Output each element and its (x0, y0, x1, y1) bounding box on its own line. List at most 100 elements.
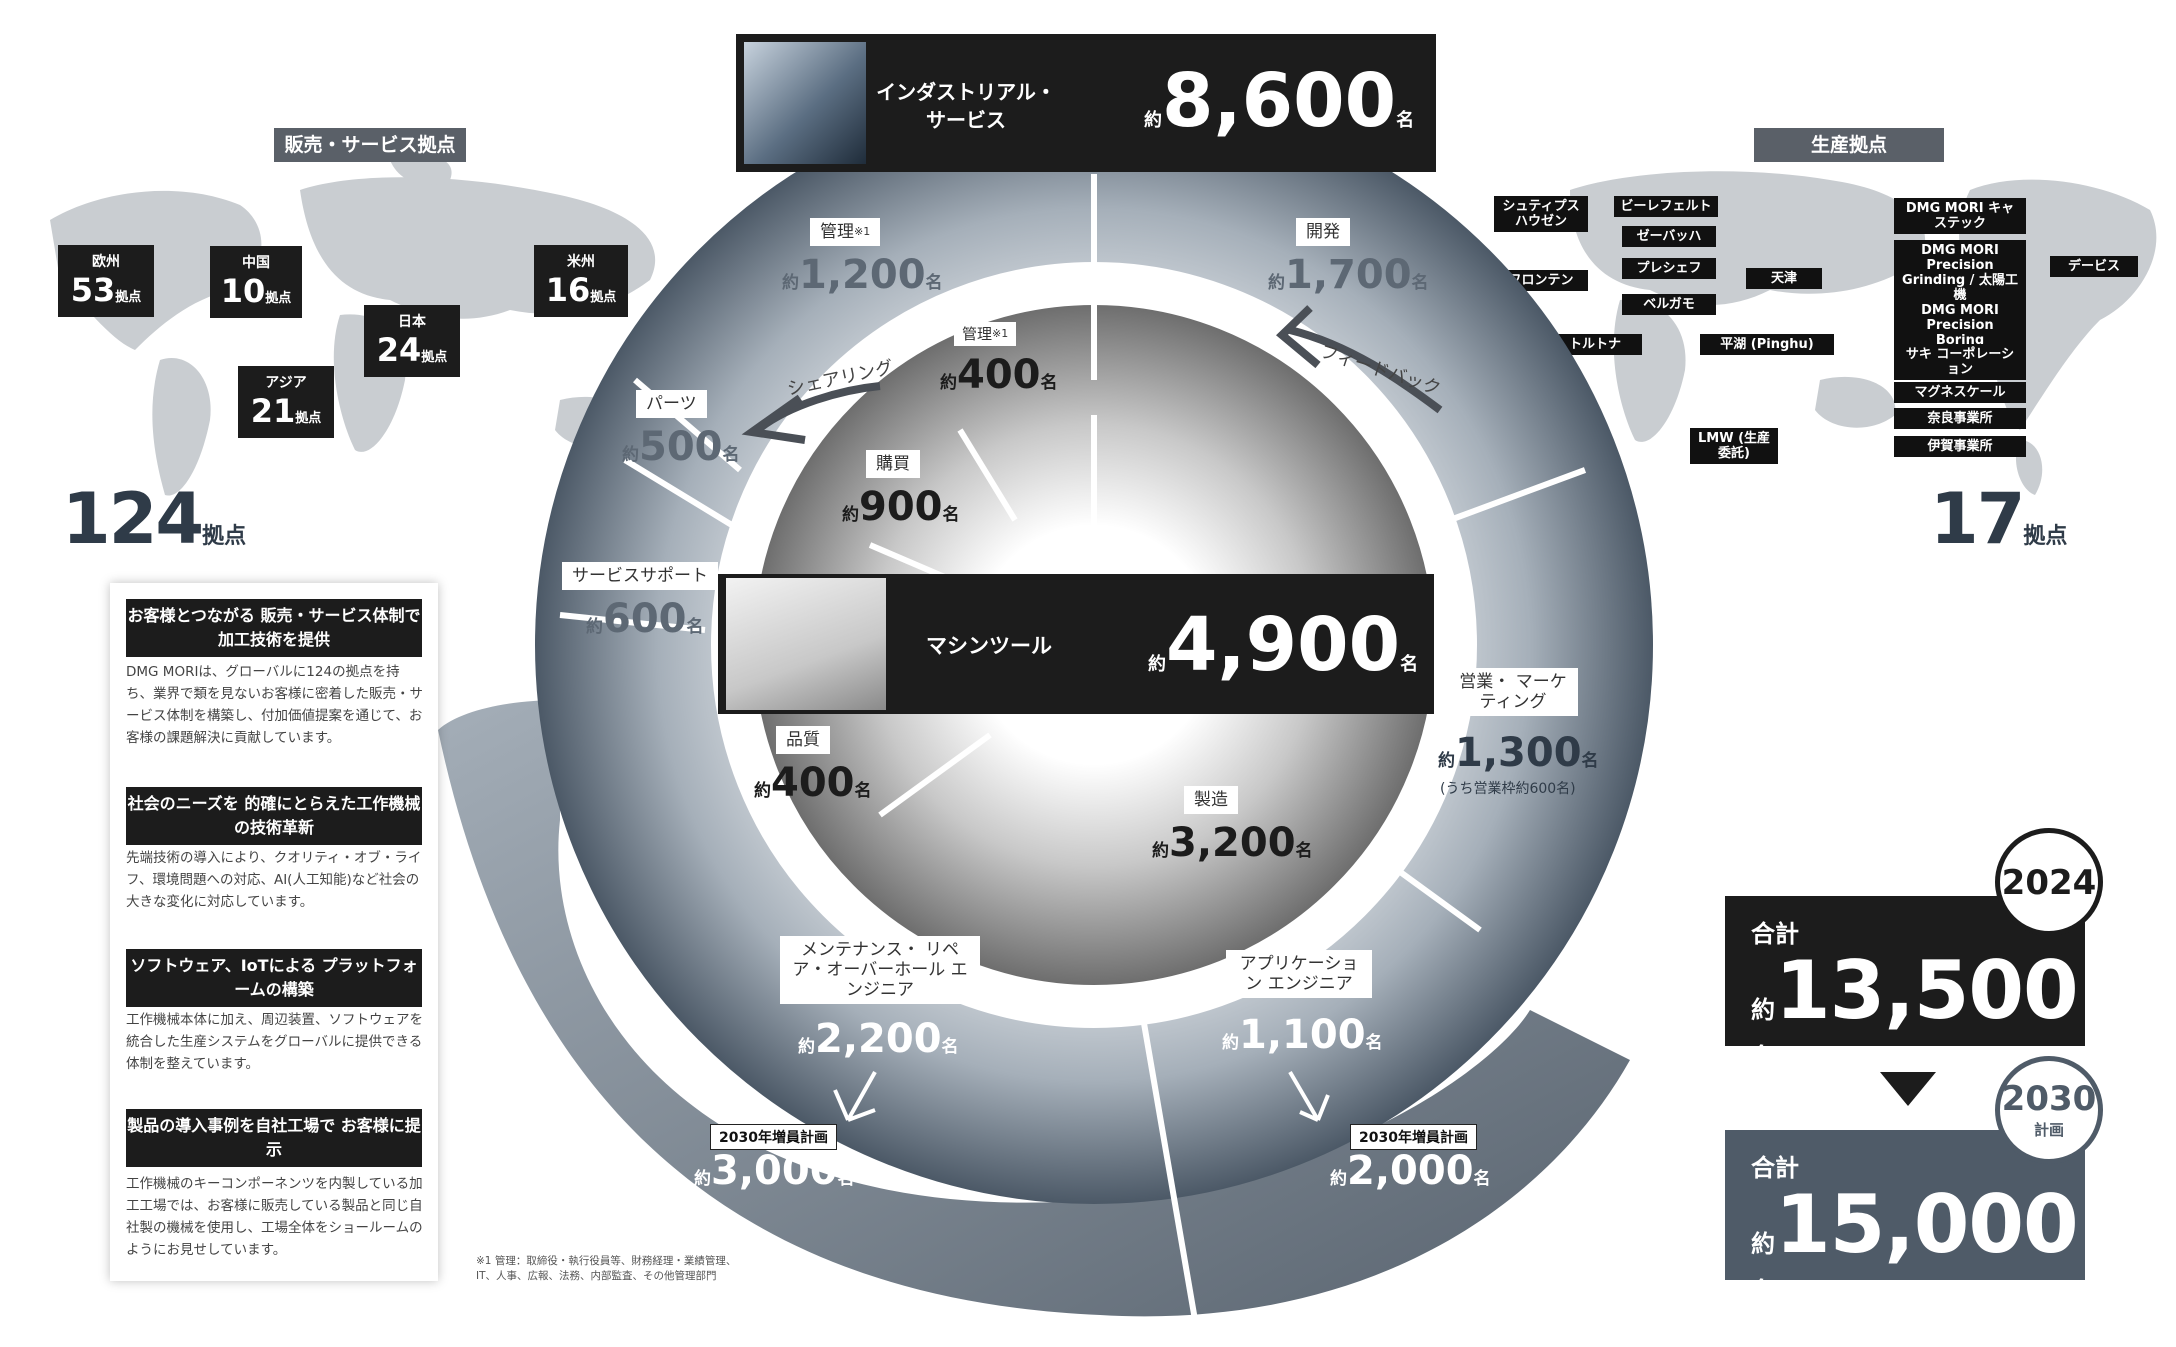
segment-parts-value: 約500名 (622, 424, 740, 470)
total-count: 約13,500名 (1751, 944, 2085, 1072)
production-total-value: 17 (1930, 478, 2025, 560)
plan-value: 3,000 (711, 1148, 838, 1194)
plan-tag-right: 2030年増員計画 (1350, 1124, 1477, 1150)
segment-unit: 名 (1040, 373, 1058, 393)
segment-prefix: 約 (1438, 751, 1455, 771)
production-site: ゼーバッハ (1622, 226, 1716, 247)
segment-unit: 名 (1581, 751, 1599, 771)
segment-prefix: 約 (782, 273, 799, 293)
segment-value: 400 (957, 352, 1041, 398)
plan-unit: 名 (1473, 1169, 1491, 1189)
plan-value: 2,000 (1347, 1148, 1474, 1194)
region-value: 53 (70, 271, 116, 309)
region-value: 24 (376, 331, 422, 369)
plan-tag-left: 2030年増員計画 (710, 1124, 837, 1150)
segment-value: 1,300 (1455, 730, 1582, 776)
industrial-service-count: 約8,600名 (1144, 58, 1414, 144)
sharing-arrowhead (741, 394, 806, 444)
segment-value: 600 (603, 596, 687, 642)
plan-extension-band (438, 700, 1630, 1317)
segment-prefix: 約 (1268, 273, 1285, 293)
segment-prefix: 約 (1152, 841, 1169, 861)
segment-prefix: 約 (798, 1037, 815, 1057)
production-site: ビーレフェルト (1614, 196, 1718, 217)
machine-tool-box: マシンツール 約4,900名 (718, 574, 1434, 714)
segment-application-value: 約1,100名 (1222, 1012, 1383, 1058)
sales-region-europe: 欧州 53拠点 (58, 245, 154, 317)
segment-unit: 名 (942, 505, 960, 525)
side-body-2: 先端技術の導入により、クオリティ・オブ・ライフ、環境問題への対応、AI(人工知能… (126, 850, 422, 910)
outer-separators (559, 174, 1587, 1321)
production-site: シュティプス ハウゼン (1494, 196, 1588, 232)
production-site: デービス (2050, 256, 2138, 277)
total-value: 15,000 (1775, 1178, 2079, 1271)
segment-purchasing-label: 購買 (866, 450, 920, 478)
total-unit: 名 (1751, 1277, 1775, 1305)
segment-quality-value: 約400名 (754, 760, 872, 806)
region-unit: 拠点 (115, 290, 142, 305)
total-prefix: 約 (1751, 996, 1775, 1024)
segment-unit: 名 (1365, 1033, 1383, 1053)
segment-admin-outer-value: 約1,200名 (782, 252, 943, 298)
side-heading-4: 製品の導入事例を自社工場で お客様に提示 (126, 1109, 422, 1167)
segment-dev-value: 約1,700名 (1268, 252, 1429, 298)
segment-sales-marketing-label: 営業・ マーケティング (1448, 668, 1578, 716)
side-heading-2: 社会のニーズを 的確にとらえた工作機械の技術革新 (126, 787, 422, 845)
segment-quality-label: 品質 (776, 726, 830, 754)
total-label: 合計 (1751, 920, 1799, 948)
segment-value: 3,200 (1169, 820, 1296, 866)
side-panel: お客様とつながる 販売・サービス体制で加工技術を提供 DMG MORIは、グロー… (110, 583, 438, 1281)
sales-region-china: 中国 10拠点 (210, 246, 302, 318)
region-name: 日本 (398, 314, 426, 330)
side-body-3: 工作機械本体に加え、周辺装置、ソフトウェアを統合した生産システムをグローバルに提… (126, 1012, 423, 1072)
segment-value: 1,100 (1239, 1012, 1366, 1058)
count-value: 4,900 (1166, 602, 1401, 688)
segment-prefix: 約 (842, 505, 859, 525)
segment-unit: 名 (1295, 841, 1313, 861)
footnote: ※1 管理：取締役・執行役員等、財務経理・業績管理、IT、人事、広報、法務、内部… (476, 1255, 737, 1282)
total-prefix: 約 (1751, 1230, 1775, 1258)
segment-unit: 名 (722, 445, 740, 465)
count-prefix: 約 (1148, 654, 1166, 675)
production-site: ベルガモ (1622, 294, 1716, 315)
segment-parts-label: パーツ (636, 390, 707, 418)
segment-service-support-label: サービスサポート (562, 562, 718, 590)
sales-region-americas: 米州 16拠点 (534, 245, 628, 317)
region-value: 10 (220, 272, 266, 310)
production-site: DMG MORI キャステック (1894, 198, 2026, 234)
down-arrow (1880, 1072, 1936, 1106)
segment-value: 2,200 (815, 1016, 942, 1062)
segment-label-text: 管理 (820, 222, 854, 242)
segment-sales-marketing-value: 約1,300名 (1438, 730, 1599, 776)
region-unit: 拠点 (421, 350, 448, 365)
sales-total-unit: 拠点 (202, 524, 247, 549)
segment-unit: 名 (1411, 273, 1429, 293)
plan-prefix: 約 (1330, 1169, 1347, 1189)
industrial-service-box: インダストリアル・ サービス 約8,600名 (736, 34, 1436, 172)
machine-tool-count: 約4,900名 (1148, 602, 1418, 688)
region-unit: 拠点 (265, 291, 292, 306)
plan-arrow-right (1288, 1070, 1330, 1122)
production-site: 奈良事業所 (1894, 408, 2026, 429)
year-badge-2024: 2024 (1995, 828, 2103, 936)
segment-service-support-value: 約600名 (586, 596, 704, 642)
feedback-arrowhead (1276, 305, 1321, 369)
segment-value: 900 (859, 484, 943, 530)
segment-unit: 名 (941, 1037, 959, 1057)
side-body-4: 工作機械のキーコンポーネンツを内製している加工工場では、お客様に販売している製品… (126, 1176, 423, 1258)
production-total-unit: 拠点 (2023, 524, 2068, 549)
side-body-1: DMG MORIは、グローバルに124の拠点を持ち、業界で類を見ないお客様に密着… (126, 664, 423, 746)
count-value: 8,600 (1162, 58, 1397, 144)
total-label: 合計 (1751, 1154, 1799, 1182)
year-badge-2030: 2030 計画 (1995, 1056, 2103, 1164)
production-site: 天津 (1746, 268, 1822, 289)
segment-dev-label: 開発 (1296, 218, 1350, 246)
segment-maintenance-label: メンテナンス・ リペア・オーバーホール エンジニア (780, 936, 980, 1004)
plan-prefix: 約 (694, 1169, 711, 1189)
region-unit: 拠点 (590, 290, 617, 305)
segment-admin-inner-label: 管理※1 (954, 322, 1017, 346)
machine-tool-title: マシンツール (926, 634, 1052, 658)
segment-maintenance-value: 約2,200名 (798, 1016, 959, 1062)
segment-prefix: 約 (940, 373, 957, 393)
segment-label-text: 管理 (962, 325, 993, 343)
